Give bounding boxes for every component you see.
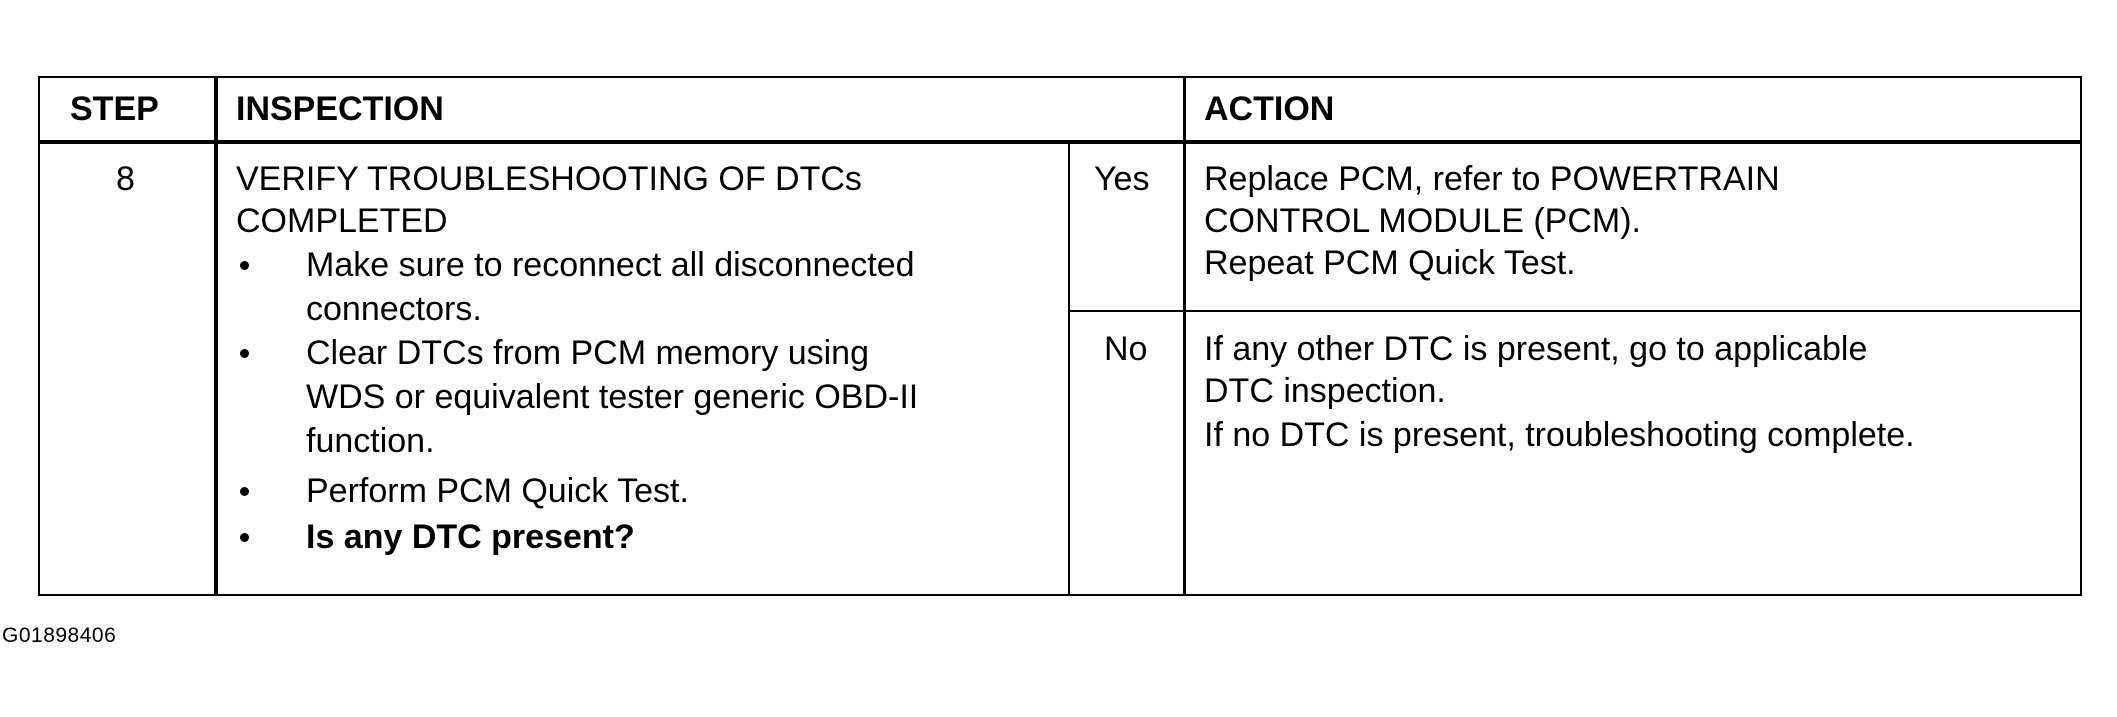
- divider-step-inspection: [214, 78, 218, 594]
- bullet-icon: [240, 533, 249, 542]
- bullet-icon: [240, 349, 249, 358]
- yes-label: Yes: [1094, 160, 1150, 198]
- yes-action-line2: CONTROL MODULE (PCM).: [1204, 202, 1641, 240]
- header-action: ACTION: [1204, 90, 1335, 128]
- inspection-title-line2: COMPLETED: [236, 202, 448, 240]
- bullet-2-line3: function.: [306, 422, 435, 460]
- yes-action-line1: Replace PCM, refer to POWERTRAIN: [1204, 160, 1780, 198]
- divider-yesno-action: [1183, 78, 1186, 594]
- header-step: STEP: [70, 90, 159, 128]
- header-inspection: INSPECTION: [236, 90, 444, 128]
- inspection-title-line1: VERIFY TROUBLESHOOTING OF DTCs: [236, 160, 862, 198]
- header-divider: [40, 140, 2080, 144]
- yes-no-divider: [1068, 310, 2080, 312]
- no-action-line1: If any other DTC is present, go to appli…: [1204, 330, 1868, 368]
- bullet-1-line2: connectors.: [306, 290, 482, 328]
- figure-id: G01898406: [2, 624, 117, 647]
- step-number: 8: [116, 160, 135, 198]
- bullet-icon: [240, 261, 249, 270]
- bullet-3-line1: Perform PCM Quick Test.: [306, 472, 689, 510]
- no-action-line3: If no DTC is present, troubleshooting co…: [1204, 416, 1915, 454]
- bullet-1-line1: Make sure to reconnect all disconnected: [306, 246, 915, 284]
- bullet-icon: [240, 487, 249, 496]
- bullet-2-line1: Clear DTCs from PCM memory using: [306, 334, 869, 372]
- no-action-line2: DTC inspection.: [1204, 372, 1446, 410]
- bullet-4-question: Is any DTC present?: [306, 518, 635, 556]
- bullet-2-line2: WDS or equivalent tester generic OBD-II: [306, 378, 919, 416]
- inspection-table: STEP INSPECTION ACTION 8 VERIFY TROUBLES…: [38, 76, 2082, 596]
- divider-inspection-yesno: [1068, 144, 1070, 594]
- yes-action-line3: Repeat PCM Quick Test.: [1204, 244, 1576, 282]
- no-label: No: [1104, 330, 1148, 368]
